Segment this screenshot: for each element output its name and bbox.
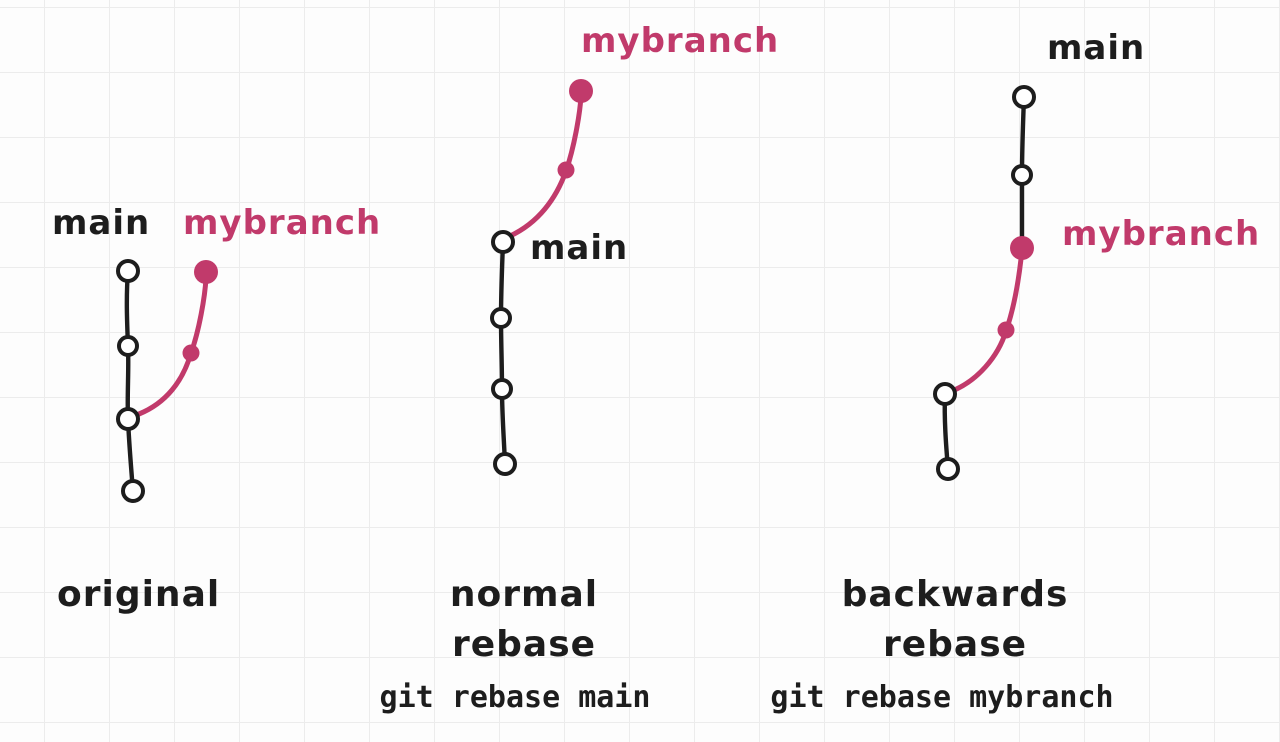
caption-line: backwards — [841, 574, 1069, 615]
commit-node-open — [491, 230, 515, 254]
commit-node-open — [933, 382, 957, 406]
feature-branch-label: mybranch — [183, 203, 382, 243]
git-command-backwards-rebase: git rebase mybranch — [770, 680, 1114, 715]
main-branch-line — [124, 268, 136, 494]
panel-caption-original: original — [57, 574, 221, 615]
commit-node-open — [1011, 164, 1033, 186]
panel-caption-backwards-rebase: backwards rebase — [842, 570, 1069, 670]
commit-node-open — [936, 457, 960, 481]
caption-line: rebase — [451, 624, 597, 665]
commit-node-open — [491, 378, 513, 400]
caption-line: rebase — [882, 624, 1028, 665]
commit-node-filled — [182, 344, 200, 362]
commit-node-open — [1012, 85, 1036, 109]
commit-node-filled-head — [194, 260, 218, 284]
panel-normal-rebase-graph — [490, 79, 593, 476]
commit-node-open — [490, 307, 512, 329]
commit-node-filled-head — [569, 79, 593, 103]
commit-node-filled — [557, 161, 575, 179]
caption-line: normal — [449, 574, 599, 615]
feature-branch-label: mybranch — [1062, 214, 1261, 254]
panel-backwards-rebase-graph — [933, 85, 1036, 481]
commit-node-open — [117, 335, 139, 357]
main-branch-label: main — [52, 203, 151, 243]
commit-node-filled — [997, 321, 1015, 339]
main-branch-line — [498, 239, 508, 467]
feature-branch-label: mybranch — [581, 21, 780, 61]
main-branch-label: main — [1047, 28, 1146, 68]
commit-node-open — [493, 452, 517, 476]
feature-branch-curve — [136, 275, 209, 417]
commit-node-open — [121, 479, 145, 503]
panel-caption-normal-rebase: normal rebase — [450, 570, 598, 670]
panel-original-graph — [116, 259, 218, 503]
git-command-normal-rebase: git rebase main — [379, 680, 651, 715]
commit-node-open — [116, 407, 140, 431]
commit-node-open — [116, 259, 140, 283]
main-branch-label: main — [530, 228, 629, 268]
commit-node-filled-head — [1010, 236, 1034, 260]
